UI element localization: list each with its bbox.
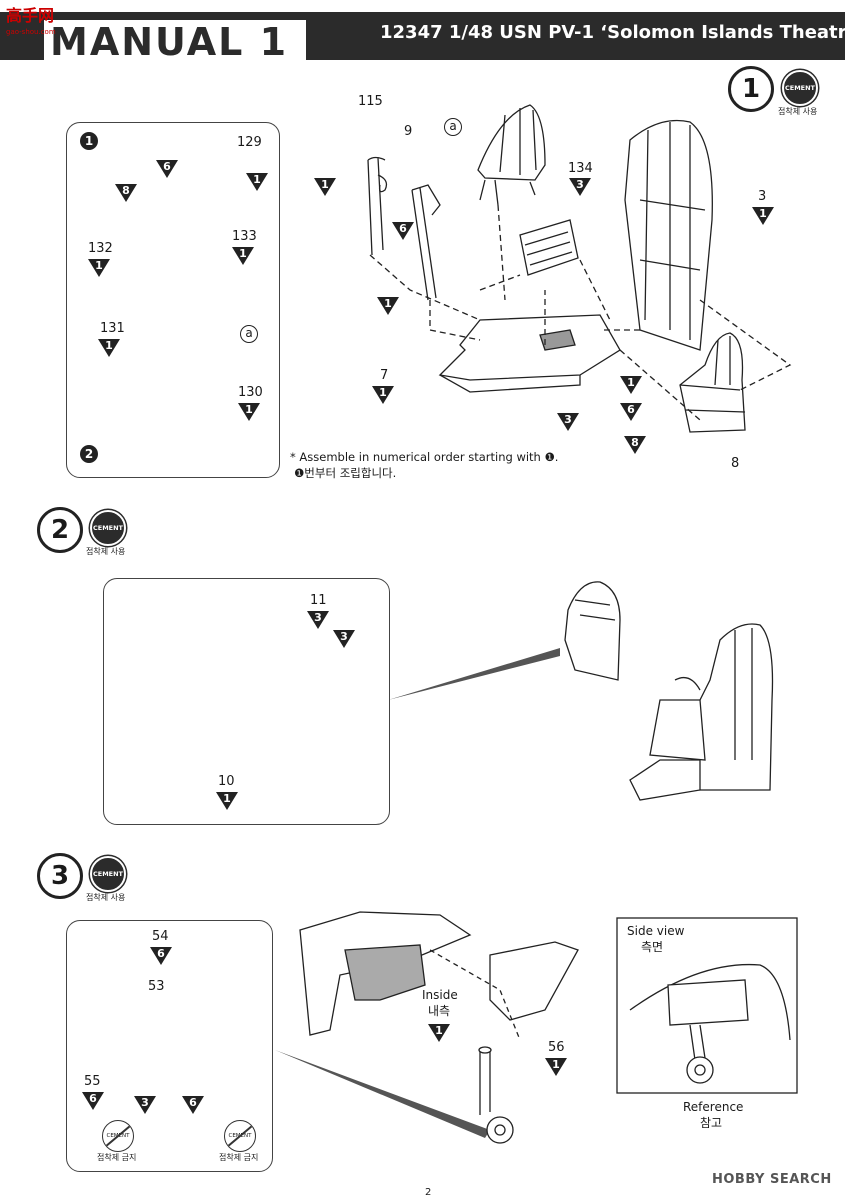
- hobby-search-watermark: HOBBY SEARCH: [712, 1172, 832, 1187]
- runner-tag: 6: [392, 222, 414, 240]
- runner-tag: 1: [98, 339, 120, 357]
- part-56-label: 56: [548, 1040, 565, 1055]
- marker-a: a: [444, 118, 462, 136]
- inside-label-en: Inside: [422, 988, 458, 1002]
- cement-caption: 접착제 사용: [86, 893, 126, 902]
- part-9-label: 9: [404, 124, 413, 139]
- reference-label-en: Reference: [683, 1100, 744, 1114]
- side-view-label-ko: 측면: [641, 940, 664, 954]
- part-7-label: 7: [380, 368, 389, 383]
- runner-tag: 6: [150, 947, 172, 965]
- kit-title: 12347 1/48 USN PV-1 ‘Solomon Islands The…: [380, 22, 866, 43]
- runner-tag: 1: [238, 403, 260, 421]
- no-cement-icon: CEMENT: [102, 1120, 134, 1152]
- runner-tag: 1: [545, 1058, 567, 1076]
- part-134-label: 134: [568, 161, 593, 176]
- part-133-label: 133: [232, 229, 257, 244]
- part-130-label: 130: [238, 385, 263, 400]
- no-cement-caption: 접착제 금지: [219, 1153, 259, 1162]
- runner-tag: 3: [557, 413, 579, 431]
- part-10-label: 10: [218, 774, 235, 789]
- step-3-number: 3: [37, 853, 83, 899]
- runner-tag: 8: [624, 436, 646, 454]
- runner-tag: 6: [82, 1092, 104, 1110]
- runner-tag: 1: [428, 1024, 450, 1042]
- part-54-label: 54: [152, 929, 169, 944]
- runner-tag: 1: [232, 247, 254, 265]
- side-view-label-en: Side view: [627, 924, 685, 938]
- part-55-label: 55: [84, 1074, 101, 1089]
- runner-tag: 1: [216, 792, 238, 810]
- assembly-note-en: * Assemble in numerical order starting w…: [290, 450, 559, 464]
- reference-label-ko: 참고: [700, 1116, 723, 1130]
- part-132-label: 132: [88, 241, 113, 256]
- cement-caption: 접착제 사용: [778, 107, 818, 116]
- runner-tag: 1: [88, 259, 110, 277]
- runner-tag: 8: [115, 184, 137, 202]
- assembly-note-ko: ❶번부터 조립합니다.: [294, 466, 397, 480]
- runner-tag: 1: [246, 173, 268, 191]
- cement-icon: CEMENT: [782, 70, 818, 106]
- sub-step-2-badge: 2: [80, 445, 98, 463]
- runner-tag: 1: [372, 386, 394, 404]
- runner-tag: 1: [752, 207, 774, 225]
- step-2-subassembly-panel: [103, 578, 390, 825]
- step-1-subassembly-panel: [66, 122, 280, 478]
- runner-tag: 3: [307, 611, 329, 629]
- runner-tag: 3: [333, 630, 355, 648]
- no-cement-caption: 접착제 금지: [97, 1153, 137, 1162]
- part-115-label: 115: [358, 94, 383, 109]
- runner-tag: 1: [377, 297, 399, 315]
- marker-a: a: [240, 325, 258, 343]
- part-3-label: 3: [758, 189, 767, 204]
- runner-tag: 6: [182, 1096, 204, 1114]
- cement-caption: 접착제 사용: [86, 547, 126, 556]
- step-1-number: 1: [728, 66, 774, 112]
- part-11-label: 11: [310, 593, 327, 608]
- runner-tag: 3: [134, 1096, 156, 1114]
- cement-icon: CEMENT: [90, 510, 126, 546]
- part-131-label: 131: [100, 321, 125, 336]
- runner-tag: 6: [156, 160, 178, 178]
- runner-tag: 6: [620, 403, 642, 421]
- step-2-number: 2: [37, 507, 83, 553]
- manual-title: MANUAL 1: [44, 20, 307, 64]
- page-number: 2: [425, 1187, 432, 1198]
- sub-step-1-badge: 1: [80, 132, 98, 150]
- runner-tag: 3: [569, 178, 591, 196]
- part-53-label: 53: [148, 979, 165, 994]
- no-cement-icon: CEMENT: [224, 1120, 256, 1152]
- runner-tag: 1: [620, 376, 642, 394]
- cement-icon: CEMENT: [90, 856, 126, 892]
- runner-tag: 1: [314, 178, 336, 196]
- part-129-label: 129: [237, 135, 262, 150]
- part-8-label: 8: [731, 456, 740, 471]
- inside-label-ko: 내측: [428, 1004, 451, 1018]
